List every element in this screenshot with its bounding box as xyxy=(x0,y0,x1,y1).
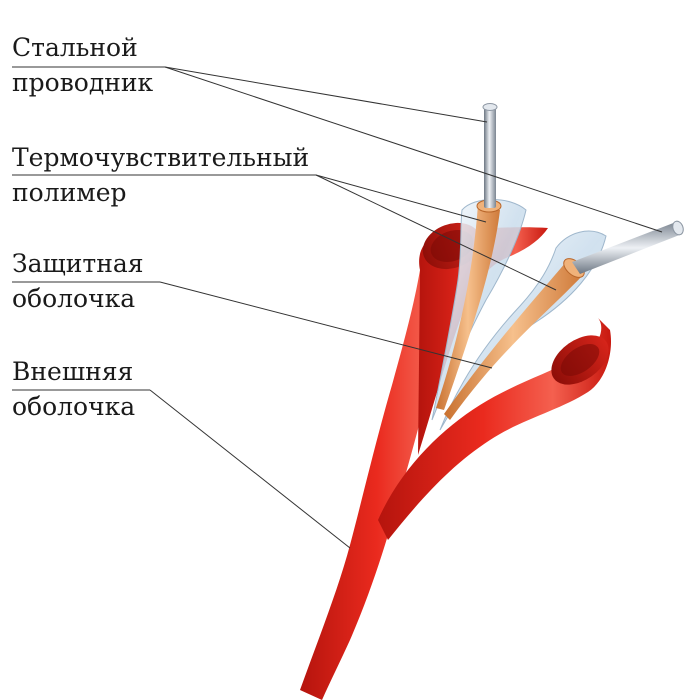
label-steel-conductor: Стальной проводник xyxy=(12,30,153,100)
label-steel-line1: Стальной xyxy=(12,33,138,62)
label-thermo-polymer: Термочувствительный полимер xyxy=(12,140,309,210)
label-polymer-line1: Термочувствительный xyxy=(12,143,310,172)
outer-sheath-left-lobe xyxy=(418,227,548,455)
steel-conductor-right xyxy=(572,222,682,274)
leader-lines xyxy=(12,66,663,549)
label-outer-line2: оболочка xyxy=(12,392,136,421)
steel-conductor-left xyxy=(484,106,496,208)
label-protective-line1: Защитная xyxy=(12,249,144,278)
label-steel-line2: проводник xyxy=(12,68,154,97)
label-outer-sheath: Внешняя оболочка xyxy=(12,354,135,424)
label-polymer-line2: полимер xyxy=(12,178,127,207)
label-protective-line2: оболочка xyxy=(12,284,136,313)
label-protective-sheath: Защитная оболочка xyxy=(12,246,144,316)
polymer-right xyxy=(444,262,582,420)
label-outer-line1: Внешняя xyxy=(12,357,134,386)
